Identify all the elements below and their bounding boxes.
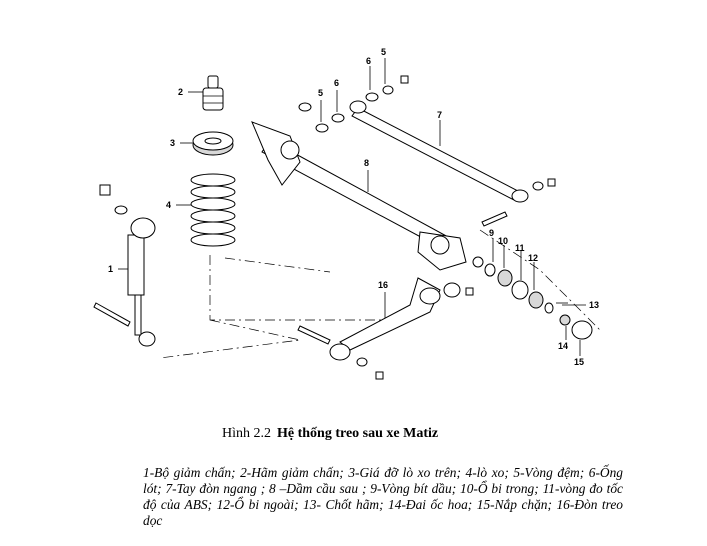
callout-8: 8 (364, 158, 369, 168)
rear-axle-beam (251, 102, 467, 271)
shock-absorber (93, 184, 156, 347)
callout-6-left: 6 (334, 78, 339, 88)
callout-5-right: 5 (381, 47, 386, 57)
callout-4: 4 (166, 200, 171, 210)
figure-caption: Hình 2.2 Hệ thống treo sau xe Matiz (222, 426, 438, 442)
upper-spring-seat (192, 131, 234, 156)
lateral-rod (315, 75, 556, 227)
callout-10: 10 (498, 236, 508, 246)
trailing-arm (297, 277, 474, 380)
figure-title: Hệ thống treo sau xe Matiz (277, 426, 439, 441)
figure-number: Hình 2.2 (222, 426, 271, 441)
bump-stop (202, 75, 224, 111)
callout-14: 14 (558, 341, 568, 351)
callout-15: 15 (574, 357, 584, 367)
callout-12: 12 (528, 253, 538, 263)
callout-3: 3 (170, 138, 175, 148)
callout-5-left: 5 (318, 88, 323, 98)
callout-6-right: 6 (366, 56, 371, 66)
callout-7: 7 (437, 110, 442, 120)
callout-2: 2 (178, 87, 183, 97)
coil-spring (190, 173, 236, 247)
callout-16: 16 (378, 280, 388, 290)
callout-11: 11 (515, 243, 525, 253)
assembly-guide-lines (159, 229, 601, 359)
callout-13: 13 (589, 300, 599, 310)
hub-parts (472, 256, 593, 340)
callout-1: 1 (108, 264, 113, 274)
suspension-exploded-diagram: 1 2 3 4 5 6 7 8 9 10 11 12 13 14 15 16 5… (93, 47, 601, 380)
callout-9: 9 (489, 228, 494, 238)
figure-legend: 1-Bộ giảm chấn; 2-Hãm giảm chấn; 3-Giá đ… (143, 465, 623, 528)
callout-leaders (118, 58, 586, 356)
